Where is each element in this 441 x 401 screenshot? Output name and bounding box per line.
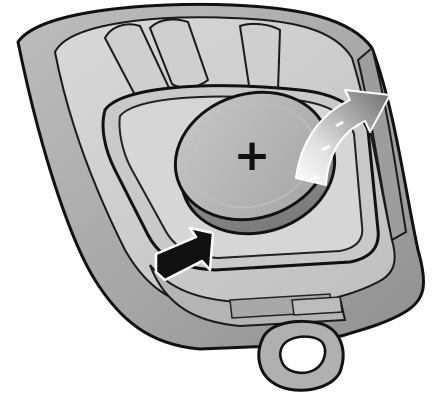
battery-plus-symbol: + <box>234 130 271 181</box>
